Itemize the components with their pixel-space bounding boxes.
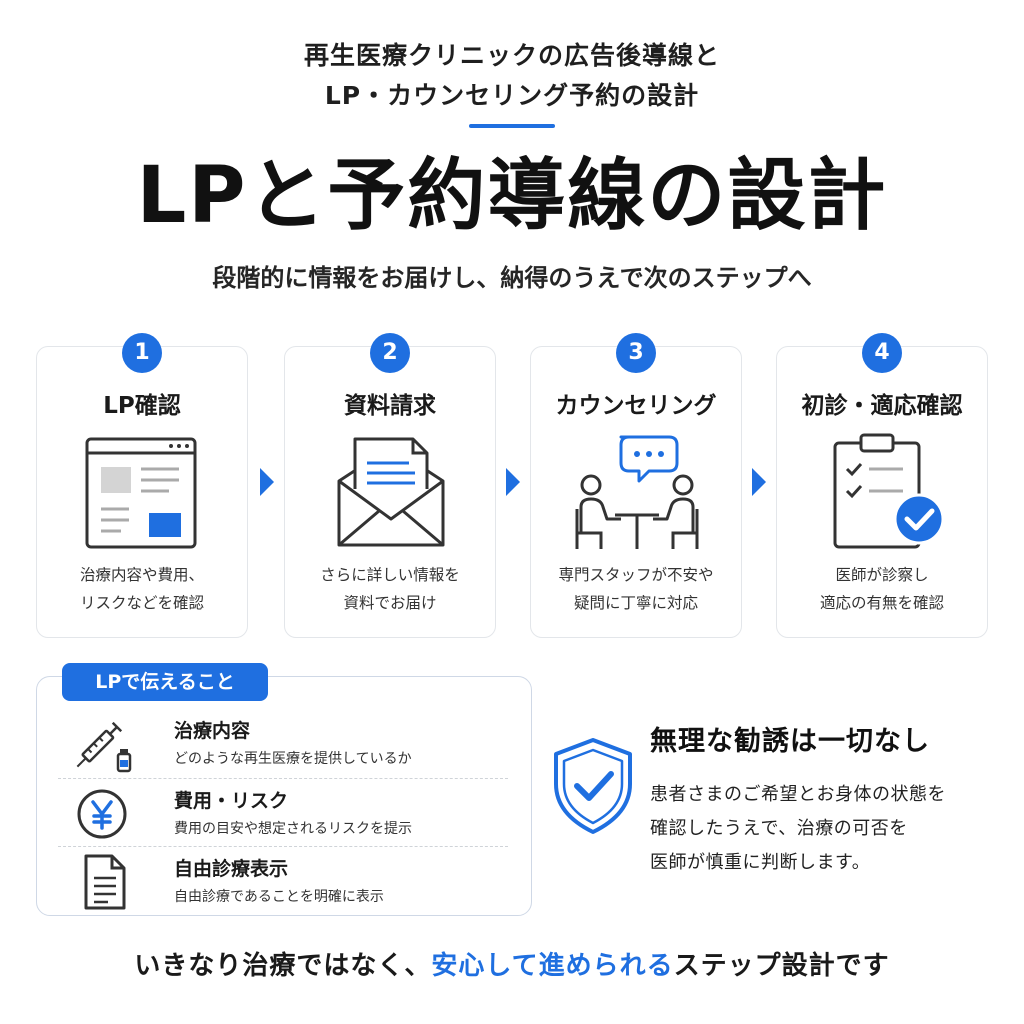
page-lead: 段階的に情報をお届けし、納得のうえで次のステップへ xyxy=(212,264,812,292)
promise-body: 患者さまのご希望とお身体の状態を 確認したうえで、治療の可否を 医師が慎重に判断… xyxy=(650,784,946,873)
footer-message: いきなり治療ではなく、安心して進められるステップ設計です xyxy=(0,944,1024,988)
step-title: 初診・適応確認 xyxy=(801,393,963,419)
yen-coin-icon xyxy=(77,789,127,839)
lp-item-title: 治療内容 xyxy=(174,720,251,742)
document-icon xyxy=(84,854,126,910)
step-number-badge: 1 xyxy=(122,333,162,373)
step-description: 専門スタッフが不安や 疑問に丁寧に対応 xyxy=(558,566,714,612)
header-divider xyxy=(469,124,555,128)
footer-prefix: いきなり治療ではなく、 xyxy=(134,951,432,981)
lp-item-title: 自由診療表示 xyxy=(174,858,289,880)
lp-item-free-treatment: 自由診療表示 自由診療であることを明確に表示 xyxy=(36,848,532,918)
counseling-people-icon xyxy=(575,435,699,549)
header-subtitle-line1: 再生医療クリニックの広告後導線と xyxy=(303,41,720,70)
lp-item-title: 費用・リスク xyxy=(174,790,289,812)
lp-item-treatment: 治療内容 どのような再生医療を提供しているか xyxy=(36,710,532,780)
step-number-badge: 2 xyxy=(370,333,410,373)
step-card-4: 初診・適応確認 医師が診察し 適応の有無を確認 xyxy=(776,346,988,638)
step-description: さらに詳しい情報を 資料でお届け xyxy=(320,566,460,612)
lp-item-cost-risk: 費用・リスク 費用の目安や想定されるリスクを提示 xyxy=(36,780,532,850)
clipboard-check-icon xyxy=(833,433,945,549)
divider xyxy=(58,778,508,779)
divider xyxy=(58,846,508,847)
footer-highlight: 安心して進められる xyxy=(431,951,674,981)
step-card-3: カウンセリング 専門スタッフが不安や 疑問に丁寧に対応 xyxy=(530,346,742,638)
step-card-1: LP確認 治療内容や費用、 リスクなどを確認 xyxy=(36,346,248,638)
lp-item-desc: 費用の目安や想定されるリスクを提示 xyxy=(174,821,412,837)
step-description: 医師が診察し 適応の有無を確認 xyxy=(819,566,944,612)
lp-item-desc: 自由診療であることを明確に表示 xyxy=(174,889,384,905)
step-arrow-icon xyxy=(506,468,520,496)
step-description: 治療内容や費用、 リスクなどを確認 xyxy=(79,566,204,612)
page-title: LPと予約導線の設計 xyxy=(136,151,888,241)
step-title: カウンセリング xyxy=(555,393,717,419)
step-arrow-icon xyxy=(260,468,274,496)
step-card-2: 資料請求 さらに詳しい情報を 資料でお届け xyxy=(284,346,496,638)
envelope-document-icon xyxy=(337,437,445,547)
footer-suffix: ステップ設計です xyxy=(673,951,890,981)
shield-check-icon xyxy=(554,738,632,834)
step-title: LP確認 xyxy=(103,393,181,419)
browser-page-icon xyxy=(85,437,197,549)
header-subtitle-line2: LP・カウンセリング予約の設計 xyxy=(324,81,700,110)
step-number-badge: 4 xyxy=(862,333,902,373)
step-arrow-icon xyxy=(752,468,766,496)
promise-title: 無理な勧誘は一切なし xyxy=(650,726,930,757)
lp-section-tag: LPで伝えること xyxy=(62,663,268,701)
lp-item-desc: どのような再生医療を提供しているか xyxy=(174,751,412,767)
step-number-badge: 3 xyxy=(616,333,656,373)
syringe-vial-icon xyxy=(76,721,132,773)
header-subtitle: 再生医療クリニックの広告後導線と LP・カウンセリング予約の設計 xyxy=(0,36,1024,116)
step-title: 資料請求 xyxy=(344,393,436,419)
